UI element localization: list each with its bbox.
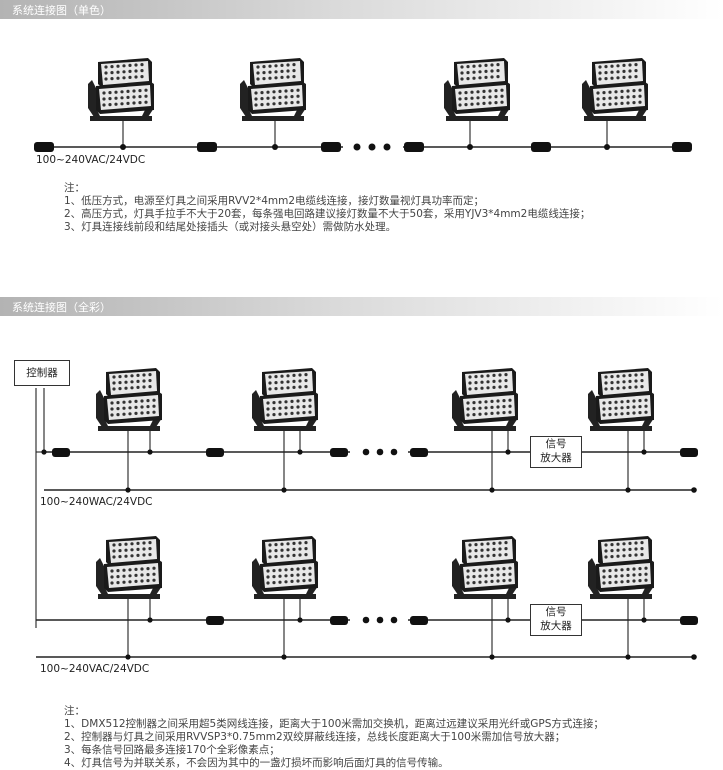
amplifier-label-a-line2: 放大器 [540, 452, 572, 464]
section-header-fullcolor: 系统连接图（全彩） [0, 297, 723, 316]
mono-plug-icon [404, 142, 424, 152]
fc-fixture-a1-icon [96, 368, 162, 431]
mono-diagram [34, 58, 692, 154]
power-bus-b-end-icon [691, 654, 697, 660]
fc-fixture-a3-icon [452, 368, 518, 431]
mono-continuation-dots-icon [343, 140, 403, 154]
fc-notes: 注： 1、DMX512控制器之间采用超5类网线连接，距离大于100米需加交换机，… [64, 705, 604, 770]
fc-note-2: 2、控制器与灯具之间采用RVVSP3*0.75mm2双绞屏蔽线连接，总线长度距离… [64, 731, 566, 743]
fc-fixture-b3-icon [452, 536, 518, 599]
mono-plug-icon [197, 142, 217, 152]
mono-voltage-label: 100~240VAC/24VDC [36, 154, 146, 166]
fc-fixture-b1-icon [96, 536, 162, 599]
mono-plug-icon [531, 142, 551, 152]
fc-note-1: 1、DMX512控制器之间采用超5类网线连接，距离大于100米需加交换机，距离过… [64, 718, 604, 730]
mono-fixture-2-icon [240, 58, 306, 121]
signal-amplifier-box-b: 信号 放大器 [530, 604, 582, 636]
signal-amplifier-box-a: 信号 放大器 [530, 436, 582, 468]
fc-fixture-a4-icon [588, 368, 654, 431]
mono-junction-2-icon [272, 144, 278, 150]
section-title-fullcolor: 系统连接图（全彩） [12, 301, 111, 314]
mono-fixture-3-icon [444, 58, 510, 121]
mono-notes: 注： 1、低压方式，电源至灯具之间采用RVV2*4mm2电缆线连接，接灯数量视灯… [64, 182, 590, 234]
mono-plug-end-icon [672, 142, 692, 152]
fullcolor-diagram [35, 368, 698, 660]
mono-note-3: 3、灯具连接线前段和结尾处接插头（或对接头悬空处）需做防水处理。 [64, 221, 397, 233]
mono-plug-start-icon [34, 142, 54, 152]
controller-label: 控制器 [26, 367, 58, 379]
mono-junction-4-icon [604, 144, 610, 150]
fc-fixture-a2-icon [252, 368, 318, 431]
mono-notes-heading: 注： [64, 182, 85, 194]
fc-fixture-b2-icon [252, 536, 318, 599]
fc-continuation-dots-a-icon [350, 445, 408, 459]
power-bus-a-end-icon [691, 487, 697, 493]
mono-fixture-1-icon [88, 58, 154, 121]
fc-note-3: 3、每条信号回路最多连接170个全彩像素点； [64, 744, 280, 756]
fc-notes-heading: 注： [64, 705, 85, 717]
controller-box: 控制器 [14, 360, 70, 386]
amplifier-label-b-line1: 信号 [545, 606, 567, 618]
mono-junction-1-icon [120, 144, 126, 150]
amplifier-label-a-line1: 信号 [545, 438, 567, 450]
mono-junction-3-icon [467, 144, 473, 150]
mono-note-2: 2、高压方式，灯具手拉手不大于20套，每条强电回路建议接灯数量不大于50套，采用… [64, 208, 591, 220]
mono-fixture-4-icon [582, 58, 648, 121]
fc-continuation-dots-b-icon [350, 613, 408, 627]
fc-voltage-label-b: 100~240VAC/24VDC [40, 663, 150, 675]
fc-note-4: 4、灯具信号为并联关系，不会因为其中的一盏灯损坏而影响后面灯具的信号传输。 [64, 757, 449, 769]
fc-fixture-b4-icon [588, 536, 654, 599]
mono-plug-icon [321, 142, 341, 152]
amplifier-label-b-line2: 放大器 [540, 620, 572, 632]
mono-note-1: 1、低压方式，电源至灯具之间采用RVV2*4mm2电缆线连接，接灯数量视灯具功率… [64, 195, 485, 207]
fc-voltage-label-a: 100~240WAC/24VDC [40, 496, 153, 508]
section-title-mono: 系统连接图（单色） [12, 4, 111, 17]
section-header-mono: 系统连接图（单色） [0, 0, 723, 19]
